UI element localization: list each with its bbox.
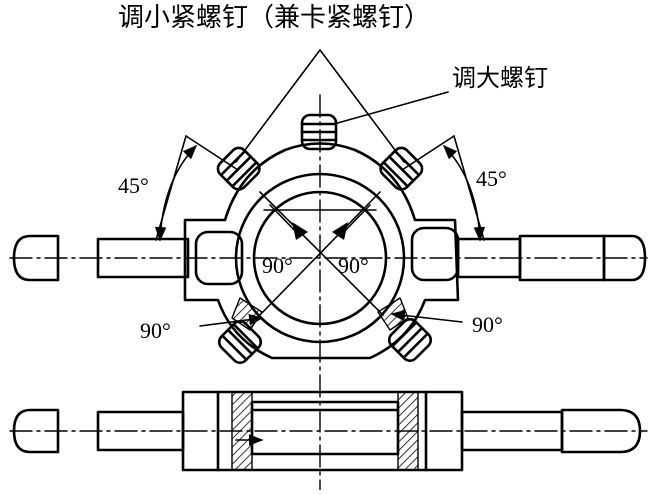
right-45-degree-label: 45°	[476, 166, 507, 191]
die-bore	[252, 190, 388, 326]
adjust-larger-screw-label: 调大螺钉	[452, 64, 548, 92]
right-slot	[410, 226, 460, 282]
lower-left-screw	[217, 319, 263, 365]
center-lines	[9, 94, 648, 491]
inner-left-90-degree-label: 90°	[262, 253, 293, 278]
left-handle	[12, 234, 190, 282]
lower-right-90-degree-label: 90°	[472, 312, 503, 337]
left-45-degree-label: 45°	[118, 173, 149, 198]
lower-right-screw	[387, 317, 433, 363]
right-45-arc	[442, 144, 486, 242]
inner-angle-arrows	[292, 222, 348, 240]
lower-left-90-degree-label: 90°	[140, 318, 171, 343]
side-view	[9, 390, 648, 472]
left-45-arc	[154, 144, 198, 242]
left-slot	[194, 230, 244, 286]
inner-right-90-degree-label: 90°	[338, 253, 369, 278]
outer-bore	[234, 172, 406, 344]
lower-left-pocket	[231, 297, 263, 331]
enlarge-screw	[300, 113, 338, 151]
adjust-smaller-screw-label: 调小紧螺钉（兼卡紧螺钉）	[118, 3, 430, 33]
